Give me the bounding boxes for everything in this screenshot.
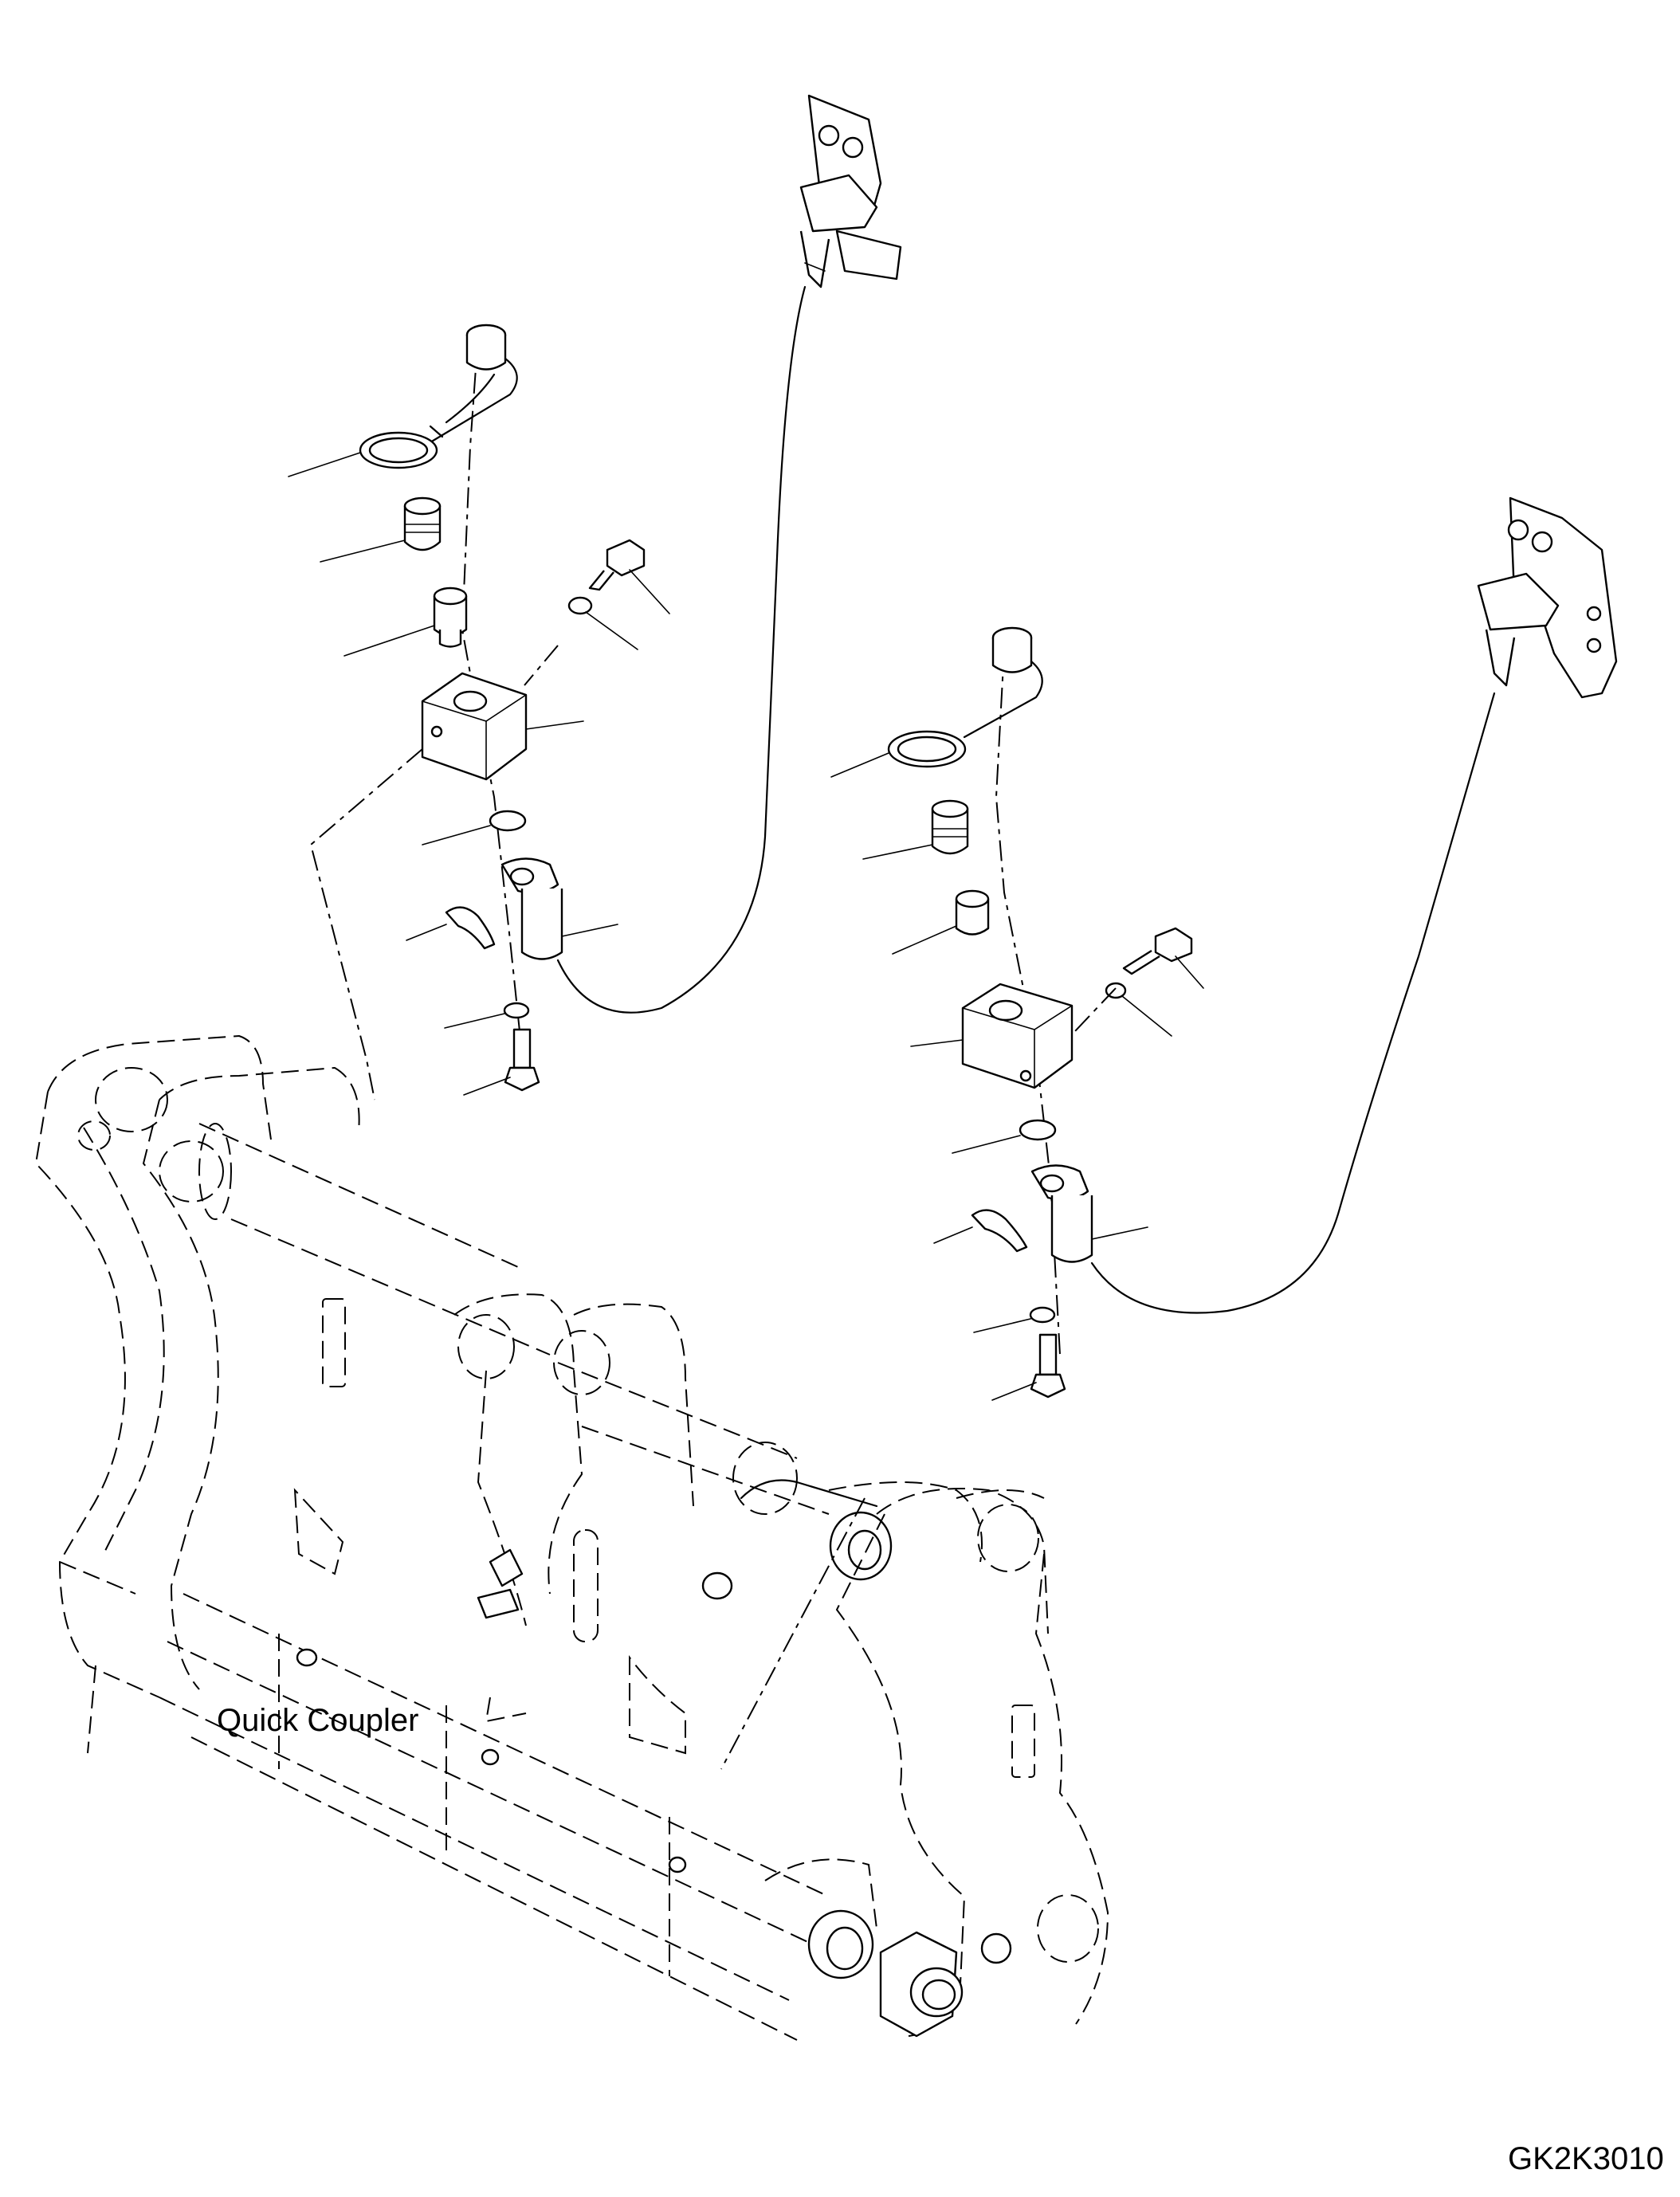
right-quick-coupling: [1030, 1164, 1148, 1263]
right-upper-bracket: [1477, 496, 1618, 699]
left-bolt-bottom: [463, 1028, 540, 1096]
diagram-caption: Quick Coupler: [217, 1703, 418, 1738]
right-coupling-nipple: [862, 799, 969, 860]
right-bolt-bottom: [991, 1333, 1066, 1401]
quick-coupler-frame: [34, 748, 1109, 2041]
left-tether-cable: [556, 285, 807, 1014]
left-clamp: [406, 906, 496, 950]
left-oring-small: [422, 810, 527, 845]
right-hardware-group: [830, 496, 1618, 1401]
left-coupling-nipple: [320, 496, 442, 563]
right-oring-small: [952, 1119, 1057, 1154]
left-dust-cap: [429, 324, 518, 444]
right-oring-large: [830, 730, 967, 778]
left-hardware-group: [288, 94, 902, 1096]
left-bolt: [588, 539, 670, 614]
left-washer-small: [567, 596, 638, 650]
left-upper-bracket: [799, 94, 902, 288]
left-adapter-fitting: [343, 587, 468, 657]
right-manifold-block: [910, 983, 1117, 1089]
right-clamp: [933, 1209, 1028, 1253]
coupler-fitting-block: [879, 1931, 1012, 2038]
left-quick-coupling: [500, 857, 618, 960]
left-oring-large: [288, 431, 438, 477]
right-bolt: [1122, 927, 1204, 989]
left-washer-bottom: [444, 1002, 530, 1029]
drawing-number: GK2K3010: [1508, 2141, 1664, 2176]
coupler-hydraulic-fitting: [296, 1548, 733, 1873]
right-washer-small: [1105, 982, 1172, 1037]
right-dust-cap: [963, 626, 1043, 739]
right-adapter-fitting: [892, 889, 990, 955]
right-tether-cable: [1090, 692, 1496, 1314]
right-washer-bottom: [973, 1306, 1056, 1333]
left-manifold-block: [421, 645, 584, 781]
